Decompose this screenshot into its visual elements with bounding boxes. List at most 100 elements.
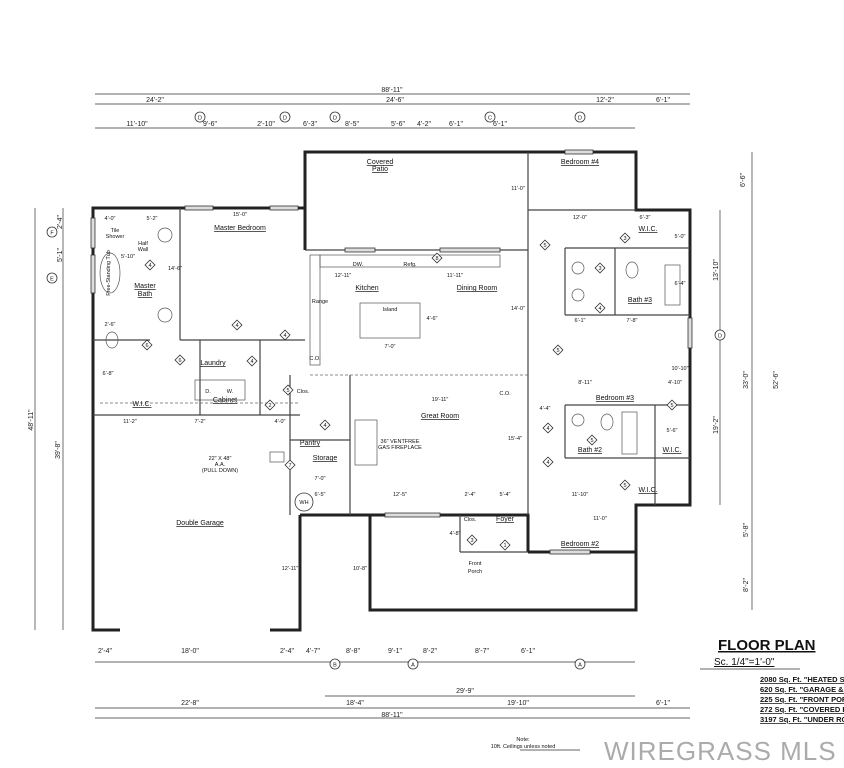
room-label: Great Room: [421, 413, 459, 420]
door-tag-number: 3: [470, 538, 473, 544]
dimension-interior: 12'-0": [573, 215, 587, 221]
dimension-interior: 2'-6": [105, 322, 116, 328]
fixture-label: 36" VENTFREE: [381, 439, 420, 445]
dimension-interior: 10'-10": [671, 366, 688, 372]
door-tag-number: 2: [268, 403, 271, 409]
door-tag: [141, 339, 153, 351]
door-tag: [174, 354, 186, 366]
door-tag: [319, 419, 331, 431]
fixture-label: Tile: [111, 228, 120, 234]
room-label: Dining Room: [457, 285, 498, 292]
grid-bubble-left: E: [50, 277, 54, 283]
grid-bubble-top-circle: [194, 111, 206, 123]
dimension-top: 24'-6": [386, 97, 404, 104]
grid-bubble-top: D: [333, 116, 337, 122]
dimension-bottom-detail: 8'-7": [475, 648, 489, 655]
dimension-interior: 6'-5": [315, 492, 326, 498]
dimension-interior: 4'-4": [540, 406, 551, 412]
dimension-bottom: 19'-10": [507, 700, 529, 707]
room-label: Patio: [372, 166, 388, 173]
dimension-interior: 11'-0": [511, 186, 525, 192]
dimension-right: 8'-2": [743, 578, 750, 592]
dimension-bottom: 22'-8": [181, 700, 199, 707]
dimension-top-detail: 6'-1": [493, 121, 507, 128]
door-tag: [431, 252, 443, 264]
fixture-label: DW.: [353, 262, 364, 268]
room-label: Bedroom #3: [596, 395, 634, 402]
area-summary-line: 272 Sq. Ft. "COVERED PATIO": [760, 705, 844, 714]
door-tag: [246, 355, 258, 367]
dimension-right: 19'-2": [713, 416, 720, 434]
door-tag: [284, 459, 296, 471]
fixture-label: Wall: [138, 247, 149, 253]
dimension-bottom-detail: 8'-8": [346, 648, 360, 655]
door-tag-number: 4: [250, 359, 253, 365]
door-tag: [539, 239, 551, 251]
dimension-interior: 2'-4": [465, 492, 476, 498]
dimension-interior: 11'-2": [123, 419, 137, 425]
door-tag-number: 7: [288, 463, 291, 469]
door-tag: [231, 319, 243, 331]
area-summary-line: 620 Sq. Ft. "GARAGE & STOR.": [760, 685, 844, 694]
fixture-label: (PULL DOWN): [202, 468, 238, 474]
door-tag: [542, 422, 554, 434]
fixture-label: D.: [205, 389, 211, 395]
room-label: Foyer: [496, 516, 515, 523]
dimension-bottom: 6'-1": [656, 700, 670, 707]
fixture-label: Clos.: [297, 389, 310, 395]
dimension-interior: 11'-10": [572, 492, 589, 498]
grid-bubble-bottom-circle: [407, 658, 419, 670]
room-label: Bedroom #2: [561, 541, 599, 548]
door-tag-number: 3: [623, 236, 626, 242]
door-tag-number: 4: [323, 423, 326, 429]
door-tag: [552, 344, 564, 356]
fixture-label: Refg.: [403, 262, 417, 268]
door-tag-number: 4: [235, 323, 238, 329]
door-tag: [499, 539, 511, 551]
room-label: Bath #3: [628, 297, 652, 304]
room-label: Master Bedroom: [214, 225, 266, 232]
dimension-interior: 7'-2": [195, 419, 206, 425]
dimension-right: 33'-0": [743, 371, 750, 389]
grid-bubble-top-circle: [279, 111, 291, 123]
room-label: Covered: [367, 159, 394, 166]
door-tag: [466, 534, 478, 546]
dimension-interior: 7'-8": [627, 318, 638, 324]
grid-bubble-bottom-circle: [574, 658, 586, 670]
dimension-top-detail: 2'-10": [257, 121, 275, 128]
dimension-interior: 8'-11": [578, 380, 592, 386]
dimension-bottom-detail: 2'-4": [98, 648, 112, 655]
dimension-right: 5'-8": [743, 523, 750, 537]
fixture-label: Front: [469, 561, 482, 567]
fixture-label: Half: [138, 241, 148, 247]
dimension-left: 39'-8": [55, 441, 62, 459]
dimension-interior: 19'-11": [432, 397, 449, 403]
door-tag: [264, 399, 276, 411]
area-summary-line: 225 Sq. Ft. "FRONT PORCH": [760, 695, 844, 704]
dimension-right: 13'-10": [713, 259, 720, 281]
door-tag-number: 4: [598, 306, 601, 312]
door-tag: [619, 232, 631, 244]
dimension-bottom-detail: 4'-7": [306, 648, 320, 655]
door-tag: [282, 384, 294, 396]
dimension-interior: 14'-6": [168, 266, 182, 272]
dimension-interior: 5'-10": [121, 254, 135, 260]
dimension-top-detail: 6'-3": [303, 121, 317, 128]
dimension-top-total: 88'-11": [381, 87, 403, 94]
dimension-bottom: 18'-4": [346, 700, 364, 707]
dimension-right: 52'-6": [773, 371, 780, 389]
dimension-top: 24'-2": [146, 97, 164, 104]
dimension-interior: 10'-8": [353, 566, 367, 572]
dimension-left: 5'-1": [57, 248, 64, 262]
door-tag-number: 5: [623, 483, 626, 489]
dimension-top-detail: 11'-10": [126, 121, 148, 128]
watermark: WIREGRASS MLS: [604, 736, 837, 766]
note-text: 10ft. Ceilings unless noted: [491, 744, 556, 750]
door-tag-number: 6: [145, 343, 148, 349]
dimension-interior: 4'-10": [668, 380, 682, 386]
walls: [34, 93, 800, 751]
door-tag: [144, 259, 156, 271]
dimension-interior: 5'-2": [147, 216, 158, 222]
